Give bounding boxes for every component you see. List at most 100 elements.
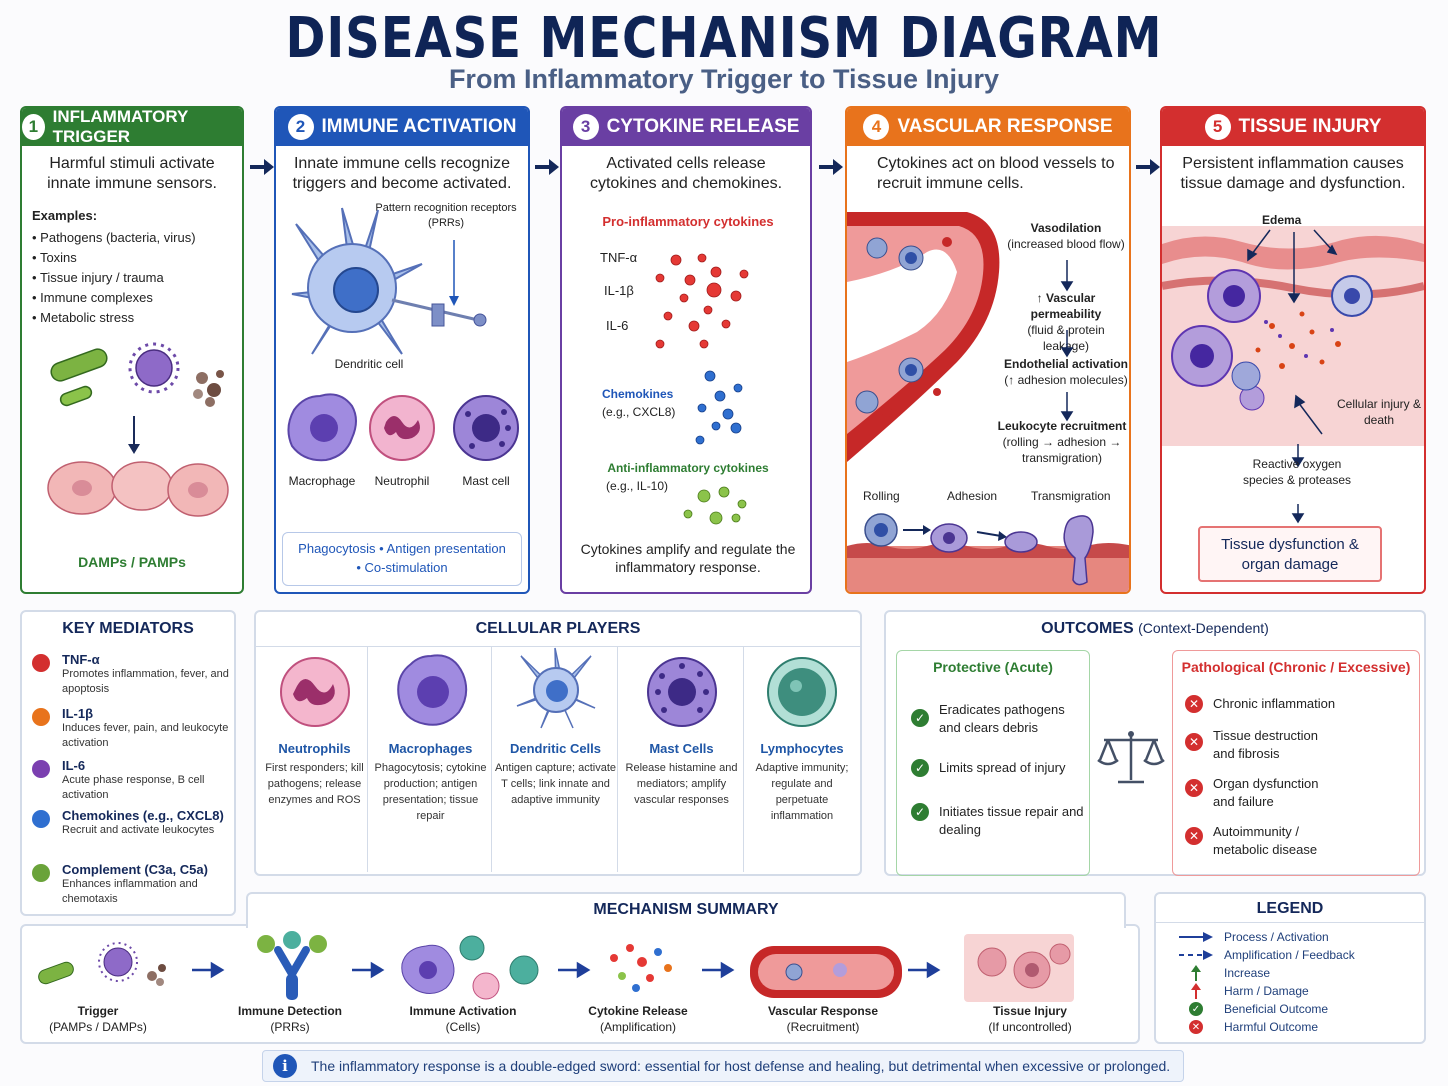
stage-title: IMMUNE ACTIVATION	[321, 116, 517, 137]
x-circle-icon: ✕	[1189, 1020, 1203, 1034]
step-arrows	[1060, 260, 1074, 422]
stage-cytokine-release: 3 CYTOKINE RELEASE Activated cells relea…	[560, 106, 812, 594]
stage-title: TISSUE INJURY	[1238, 116, 1382, 137]
outcome-item: Limits spread of injury	[939, 760, 1066, 775]
functions-line: • Co-stimulation	[356, 560, 448, 575]
stage-description: Cytokines act on blood vessels to recrui…	[877, 155, 1115, 192]
chemokine-particles	[695, 370, 743, 445]
list-item: • Tissue injury / trauma	[32, 270, 164, 285]
stage-title: CYTOKINE RELEASE	[606, 116, 800, 137]
legend-item: ✕Harmful Outcome	[1178, 1018, 1318, 1036]
summary-step: Immune Activation(Cells)	[409, 1004, 517, 1034]
stage-number: 5	[1204, 114, 1231, 140]
footer-note: i The inflammatory response is a double-…	[262, 1050, 1184, 1082]
up-arrow-red-icon	[1191, 983, 1201, 999]
examples-label: Examples:	[32, 208, 98, 223]
tnf-label: TNF-α	[600, 250, 638, 265]
summary-step: Vascular Response(Recruitment)	[767, 1004, 879, 1034]
stage-header: 2 IMMUNE ACTIVATION	[276, 108, 528, 146]
mechanism-summary-title: MECHANISM SUMMARY	[593, 901, 779, 918]
stage-description: Persistent inflammation causes tissue da…	[1180, 155, 1406, 192]
il1b-label: IL-1β	[604, 283, 634, 298]
list-item: • Pathogens (bacteria, virus)	[32, 230, 196, 245]
cytokine-summary: Cytokines amplify and regulate the infla…	[580, 541, 796, 575]
examples-list: • Pathogens (bacteria, virus) • Toxins •…	[32, 228, 196, 328]
pro-cytokine-particles	[655, 253, 749, 349]
dendritic-cell-icon	[516, 647, 595, 729]
stage-header: 3 CYTOKINE RELEASE	[562, 108, 810, 146]
vascular-step: Endothelial activation (↑ adhesion molec…	[1003, 357, 1129, 387]
stage-number: 4	[863, 114, 890, 140]
mediator-dot-icon	[32, 760, 50, 778]
mediator-dot-icon	[32, 810, 50, 828]
ros-label: Reactive oxygen species & proteases	[1242, 457, 1352, 487]
functions-line: Phagocytosis • Antigen presentation	[298, 541, 506, 556]
legend-panel: LEGEND Process / Activation Amplificatio…	[1154, 892, 1426, 1044]
stage-inflammatory-trigger: 1 INFLAMMATORY TRIGGER Harmful stimuli a…	[20, 106, 244, 594]
outcome-item: Eradicates pathogens and clears debris	[939, 702, 1065, 735]
x-circle-icon: ✕	[1185, 779, 1203, 797]
anti-inflammatory-label: Anti-inflammatory cytokines	[607, 461, 769, 475]
tissue-dysfunction-box: Tissue dysfunction & organ damage	[1198, 526, 1382, 582]
x-circle-icon: ✕	[1185, 695, 1203, 713]
list-item: • Immune complexes	[32, 290, 153, 305]
check-icon: ✓	[911, 803, 929, 821]
page-subtitle: From Inflammatory Trigger to Tissue Inju…	[448, 64, 1000, 94]
stage-tissue-injury: 5 TISSUE INJURY Persistent inflammation …	[1160, 106, 1426, 594]
info-icon: i	[273, 1054, 297, 1078]
dashed-arrow-icon	[1179, 950, 1213, 960]
immune-functions-box: Phagocytosis • Antigen presentation • Co…	[282, 532, 522, 586]
anti-inflammatory-particles	[683, 486, 747, 525]
mediator-dot-icon	[32, 654, 50, 672]
mast-cell-label: Mast cell	[462, 474, 510, 488]
chemokines-example: (e.g., CXCL8)	[602, 405, 676, 419]
phase-rolling: Rolling	[863, 489, 900, 503]
list-item: • Toxins	[32, 250, 77, 265]
receptor-icon	[257, 931, 327, 1000]
phase-transmigration: Transmigration	[1031, 489, 1111, 503]
stage-header: 1 INFLAMMATORY TRIGGER	[22, 108, 242, 146]
list-item: • Metabolic stress	[32, 310, 135, 325]
anti-inflammatory-example: (e.g., IL-10)	[606, 479, 669, 493]
stage-description: Innate immune cells recognize triggers a…	[292, 155, 512, 192]
pro-inflammatory-label: Pro-inflammatory cytokines	[602, 214, 774, 229]
vessel-icon	[750, 946, 902, 998]
neutrophil-icon	[369, 395, 435, 461]
check-icon: ✓	[911, 709, 929, 727]
vascular-step: Leukocyte recruitment (rolling → adhesio…	[997, 419, 1127, 465]
legend-title: LEGEND	[1256, 900, 1324, 917]
vascular-step: ↑ Vascular permeability (fluid & protein…	[1027, 291, 1105, 353]
mediator-item: Complement (C3a, C5a)Enhances inflammati…	[32, 862, 232, 907]
arrow-right-icon	[819, 159, 843, 175]
key-mediators-title: KEY MEDIATORS	[62, 620, 194, 637]
vascular-step: Vasodilation (increased blood flow)	[1007, 221, 1125, 251]
pathological-title: Pathological (Chronic / Excessive)	[1181, 659, 1411, 675]
mast-cell-icon	[646, 657, 717, 727]
bacteria-icon	[50, 348, 108, 407]
stage-description: Harmful stimuli activate innate immune s…	[47, 155, 217, 192]
outcome-item: Tissue destruction and fibrosis	[1213, 728, 1319, 761]
injured-tissue-illustration	[1162, 226, 1424, 446]
leukocyte-migration-illustration	[847, 513, 1129, 592]
prr-label: Pattern recognition receptors (PRRs)	[375, 202, 517, 229]
stage-immune-activation: 2 IMMUNE ACTIVATION Innate immune cells …	[274, 106, 530, 594]
cellular-injury-label: Cellular injury & death	[1336, 397, 1422, 427]
summary-step: Tissue Injury(If uncontrolled)	[988, 1004, 1072, 1034]
check-icon: ✓	[911, 759, 929, 777]
mediator-dot-icon	[32, 708, 50, 726]
footer-note-text: The inflammatory response is a double-ed…	[311, 1058, 1171, 1074]
legend-item: Process / Activation	[1178, 928, 1329, 946]
summary-step: Immune Detection(PRRs)	[237, 1004, 342, 1034]
outcome-item: Chronic inflammation	[1213, 696, 1336, 711]
dendritic-cell-illustration	[291, 207, 487, 355]
page-title: DISEASE MECHANISM DIAGRAM	[285, 6, 1163, 71]
stage-description: Activated cells release cytokines and ch…	[589, 155, 783, 192]
